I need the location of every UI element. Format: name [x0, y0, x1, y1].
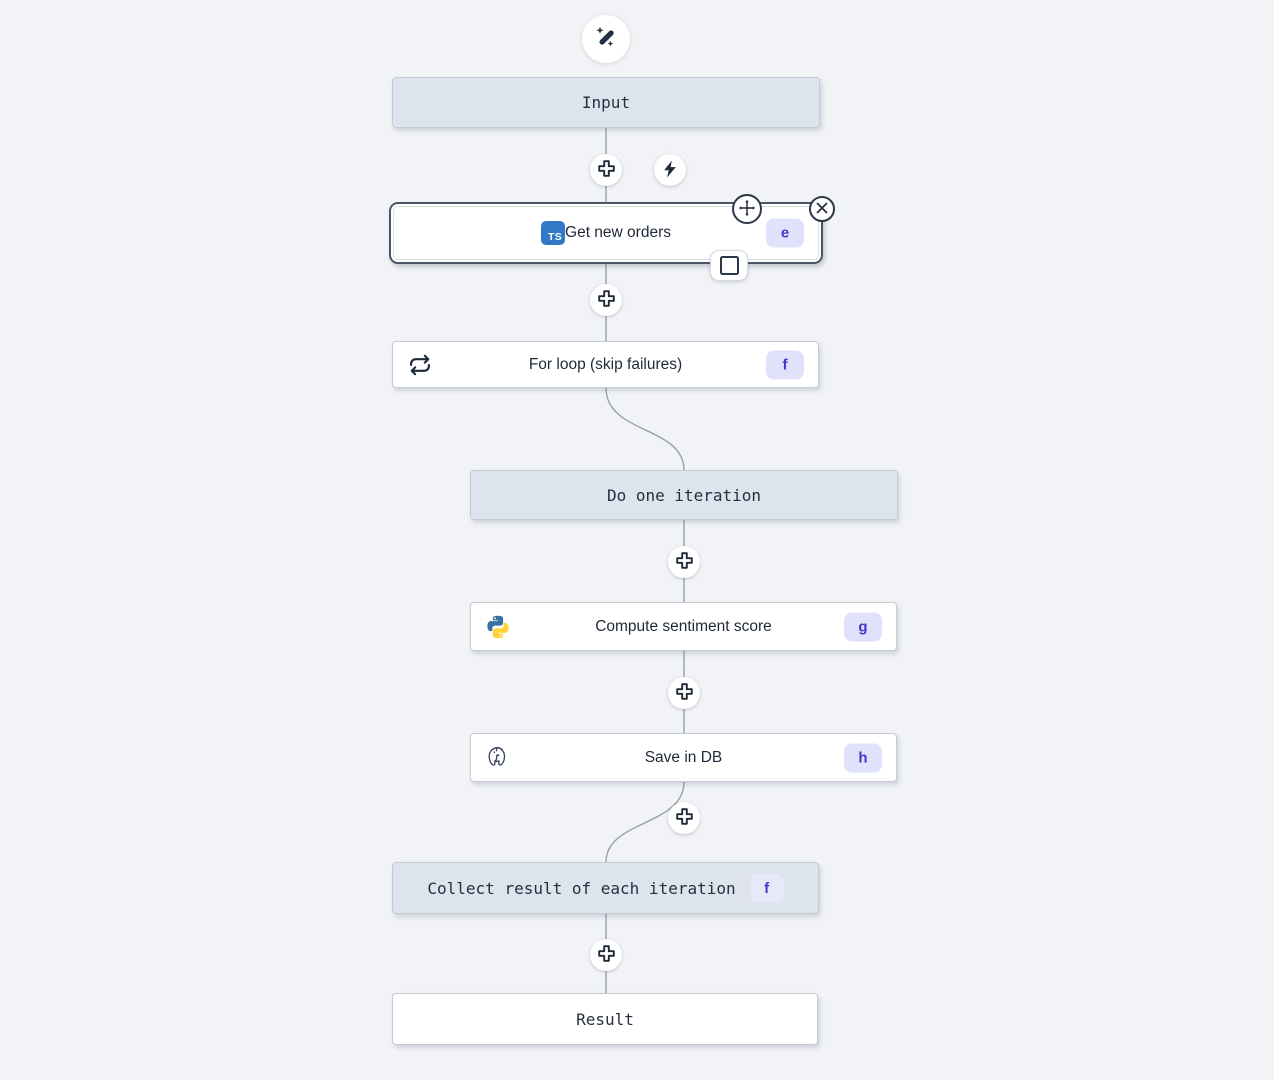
- node-label: Input: [581, 93, 631, 112]
- delete-node-button[interactable]: [809, 196, 835, 222]
- node-result[interactable]: Result: [392, 993, 818, 1045]
- square-icon: [719, 256, 739, 275]
- plus-icon: [597, 159, 616, 181]
- node-do-one-iteration[interactable]: Do one iteration: [470, 470, 898, 520]
- connector-curve: [605, 387, 685, 471]
- node-label: Result: [576, 1009, 634, 1029]
- magic-wand-icon: [593, 24, 619, 55]
- connector-curve: [605, 781, 685, 863]
- move-node-button[interactable]: [732, 194, 762, 224]
- step-id-badge: e: [766, 218, 804, 248]
- step-id-badge: h: [844, 743, 882, 772]
- loop-icon: [407, 354, 433, 376]
- plus-icon: [597, 289, 616, 311]
- node-label: Save in DB: [644, 748, 723, 766]
- node-input[interactable]: Input: [392, 77, 820, 128]
- plus-icon: [675, 551, 694, 573]
- plus-icon: [675, 807, 694, 829]
- step-id-badge: f: [749, 873, 784, 903]
- add-step-button[interactable]: [590, 284, 622, 316]
- typescript-icon: TS: [541, 221, 566, 245]
- expand-node-button[interactable]: [710, 250, 748, 281]
- move-arrows-icon: [738, 199, 756, 220]
- ai-flow-button[interactable]: [582, 15, 630, 63]
- node-save-in-db[interactable]: Save in DB h: [470, 733, 897, 782]
- node-label: Do one iteration: [606, 485, 762, 505]
- add-step-button[interactable]: [668, 802, 700, 834]
- add-step-button[interactable]: [668, 677, 700, 709]
- step-id-badge: g: [844, 612, 882, 641]
- close-x-icon: [816, 202, 828, 217]
- add-step-button[interactable]: [590, 939, 622, 971]
- lightning-bolt-icon: [662, 160, 678, 181]
- add-trigger-button[interactable]: [654, 154, 686, 186]
- plus-icon: [597, 944, 616, 966]
- add-step-button[interactable]: [590, 154, 622, 186]
- plus-icon: [675, 682, 694, 704]
- node-compute-sentiment-score[interactable]: Compute sentiment score g: [470, 602, 897, 651]
- node-collect-result[interactable]: Collect result of each iteration f: [392, 862, 819, 914]
- node-label: For loop (skip failures): [528, 355, 683, 373]
- node-label: Collect result of each iteration: [427, 878, 736, 898]
- node-get-new-orders[interactable]: TS Get new orders e: [389, 194, 835, 281]
- postgresql-icon: [485, 745, 511, 771]
- add-step-button[interactable]: [668, 546, 700, 578]
- node-label: Compute sentiment score: [595, 617, 772, 635]
- python-icon: [485, 614, 511, 640]
- node-label: Get new orders: [565, 224, 671, 241]
- node-body: TS Get new orders e: [393, 206, 819, 260]
- step-id-badge: f: [766, 350, 804, 379]
- node-for-loop[interactable]: For loop (skip failures) f: [392, 341, 819, 388]
